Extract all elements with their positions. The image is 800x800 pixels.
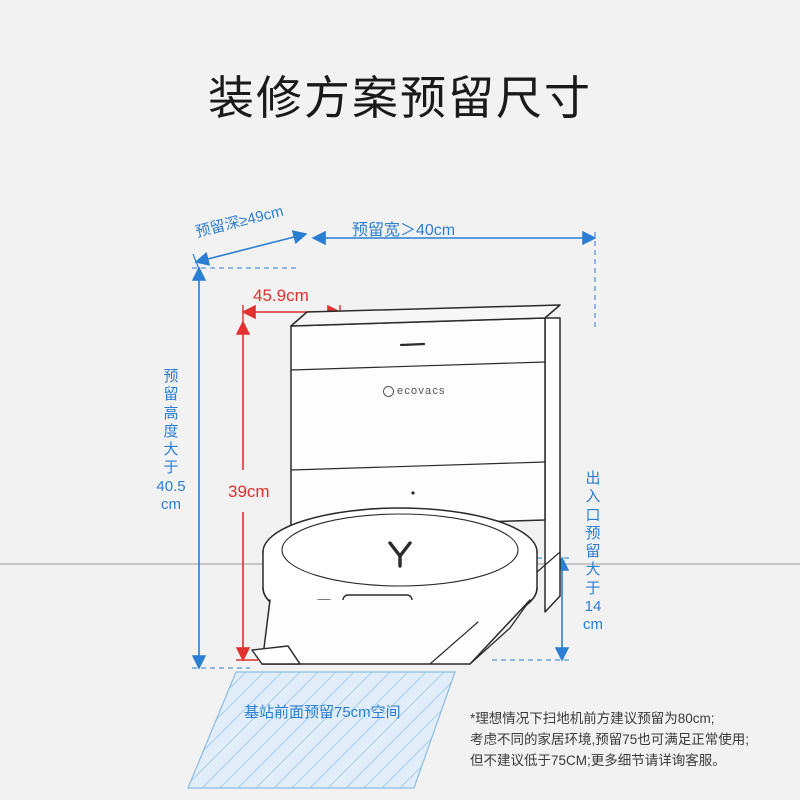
width-dimension [311,230,597,330]
height-label-line: 40.5 [156,477,186,495]
front-space-label: 基站前面预留75cm空间 [244,704,401,721]
height-label-line: 高 [163,404,179,422]
height-label-line: cm [161,496,181,514]
product-width-label: 45.9cm [253,286,309,305]
height-label-line: 预 [163,368,179,385]
entry-label-line: 留 [585,543,601,561]
product-illustration [251,304,561,665]
depth-dimension [192,230,308,273]
logo-mark-icon [383,385,394,397]
footnote-line: 但不建议低于75CM;更多细节请详询客服。 [470,752,726,768]
entry-label-line: 14 [584,598,602,616]
entry-label-line: cm [583,616,603,634]
product-height-dimension [235,320,258,662]
product-height-label: 39cm [228,482,270,501]
entry-label: 出 入 口 预 留 大 于 14 cm [578,470,608,635]
entry-label-line: 口 [585,506,601,524]
height-label-line: 大 [163,441,179,459]
footnote: *理想情况下扫地机前方建议预留为80cm; 考虑不同的家居环境,预留75也可满足… [470,709,749,772]
entry-label-line: 大 [585,561,601,579]
brand-logo: ecovacs [383,385,446,397]
page-title: 装修方案预留尺寸 [208,72,592,124]
footnote-line: 考虑不同的家居环境,预留75也可满足正常使用; [470,731,750,747]
height-label: 预 留 高 度 大 于 40.5 cm [156,368,186,514]
height-label-line: 留 [163,386,179,404]
entry-label-line: 预 [585,524,601,542]
entry-label-line: 入 [585,488,601,506]
height-dimension [191,266,300,670]
front-space-area [187,671,456,789]
footnote-line: *理想情况下扫地机前方建议预留为80cm; [470,711,715,726]
entry-label-line: 于 [585,579,601,597]
height-label-line: 度 [163,422,179,440]
height-label-line: 于 [163,459,179,477]
logo-text: ecovacs [397,385,446,397]
entry-label-line: 出 [585,470,601,487]
width-label: 预留宽＞40cm [352,222,456,239]
